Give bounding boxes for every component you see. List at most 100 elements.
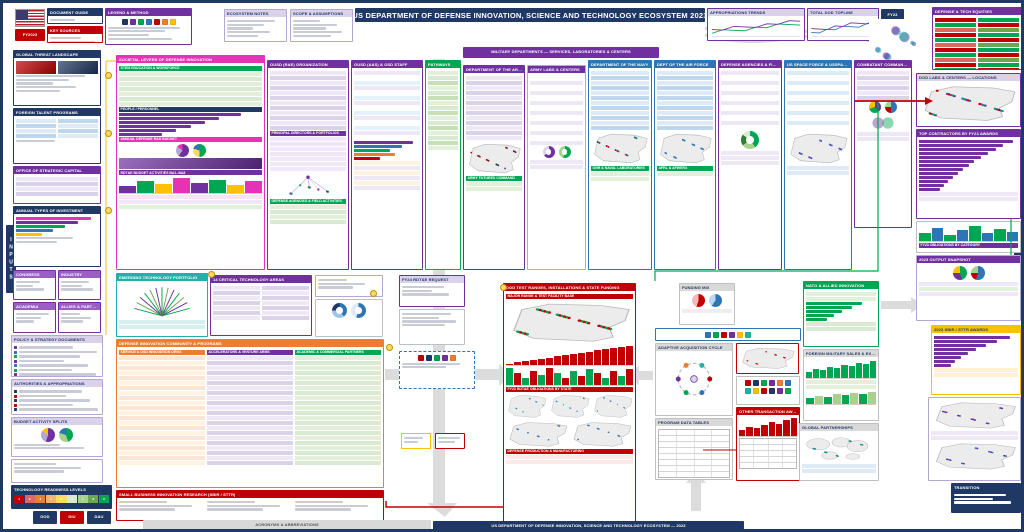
small-map-red <box>736 343 799 374</box>
text-bar <box>16 320 35 323</box>
list-item <box>295 440 381 445</box>
inputs-box-3-title: ACADEMIA <box>14 303 55 310</box>
budget-request-title: FY24 RDT&E REQUEST <box>400 276 464 283</box>
text-line <box>14 390 100 393</box>
text-bar <box>16 75 85 78</box>
table-cell <box>783 445 796 450</box>
bar <box>746 427 753 436</box>
logo-icon <box>777 387 783 394</box>
text-bar <box>61 320 84 323</box>
text-bar <box>16 313 49 316</box>
global-threats-body <box>14 58 100 105</box>
bar <box>618 346 625 365</box>
list-item <box>354 85 420 90</box>
world-partners-title: GLOBAL PARTNERSHIPS <box>800 424 878 431</box>
list-item <box>119 360 205 365</box>
bar <box>944 234 956 241</box>
list-item <box>591 115 649 120</box>
text-line <box>16 284 53 287</box>
text-line <box>402 293 462 296</box>
text-line <box>293 34 350 37</box>
text-line <box>14 373 100 376</box>
outputs-rail: OUTPUTS <box>1014 225 1021 309</box>
list-item <box>16 123 56 128</box>
list-item <box>657 120 713 125</box>
contractors-body <box>917 137 1020 218</box>
om-chart-title: APPROPRIATIONS TRENDS <box>708 9 804 16</box>
logo-row <box>739 387 797 394</box>
contractors: TOP CONTRACTORS BY FY23 AWARDS <box>916 129 1021 219</box>
bar <box>813 368 820 378</box>
list-item <box>682 308 732 313</box>
list-item <box>270 125 346 130</box>
list-item <box>657 85 713 90</box>
list-item <box>16 186 98 191</box>
exports-body <box>804 357 878 420</box>
mid-box-2 <box>399 309 465 345</box>
text-line <box>16 75 98 78</box>
fy-red: FY2023 <box>15 29 45 41</box>
logo-icon <box>721 332 727 338</box>
callout-badge <box>105 130 112 137</box>
map-thumb <box>506 393 547 419</box>
text-bar <box>61 288 93 291</box>
list-item <box>591 171 649 176</box>
column-group <box>119 500 381 513</box>
list-item <box>657 75 713 80</box>
list-item <box>270 156 346 161</box>
section-header: FY23 OBLIGATIONS BY CATEGORY <box>919 242 1018 248</box>
bar <box>16 220 78 224</box>
bar-chart <box>919 225 1018 242</box>
bar <box>834 367 841 378</box>
list-item <box>857 90 909 95</box>
section-header: ONR & NAVAL LABORATORIES <box>591 165 649 171</box>
list-item <box>213 285 260 290</box>
list-item <box>657 95 713 100</box>
output-mix-body <box>917 263 1020 320</box>
bar <box>868 391 876 404</box>
chip-a: DOD <box>33 511 57 524</box>
bar <box>783 420 790 436</box>
list-item <box>530 95 583 100</box>
text-line <box>954 494 1018 497</box>
table-cell <box>783 439 796 444</box>
table-cell <box>659 471 677 477</box>
list-item <box>270 90 346 95</box>
logo-strip <box>736 376 800 405</box>
bar <box>578 375 585 385</box>
list-item <box>270 146 346 151</box>
bar-chart <box>506 367 633 386</box>
text-bar <box>227 34 259 37</box>
us-map <box>594 133 648 163</box>
text-bar <box>50 40 96 42</box>
list-item <box>295 405 381 410</box>
list-item <box>295 425 381 430</box>
list-item <box>119 430 205 435</box>
list-item <box>787 100 849 105</box>
talent-programs: FOREIGN TALENT PROGRAMS <box>13 108 101 164</box>
logo-icon <box>145 19 152 25</box>
list-item <box>270 209 346 214</box>
trl-level: 1 <box>14 494 25 503</box>
pie-chart-row <box>14 428 100 442</box>
pie-chart <box>192 143 206 157</box>
text-line <box>61 284 98 287</box>
list-item <box>935 52 976 57</box>
inputs-box-1-body <box>14 278 55 299</box>
text-bar <box>16 89 61 92</box>
list-item <box>721 70 779 75</box>
bar-chart <box>739 418 797 437</box>
list-item <box>270 120 346 125</box>
bar <box>806 309 843 313</box>
list-item <box>207 455 293 460</box>
acq-cycle: ADAPTIVE ACQUISITION CYCLE <box>655 343 733 416</box>
list-item <box>354 160 420 165</box>
table-cell <box>754 444 769 450</box>
list-item <box>466 75 522 80</box>
list-item <box>721 90 779 95</box>
bullet-icon <box>14 403 17 407</box>
list-item <box>919 286 1018 291</box>
logo-icon <box>745 380 751 386</box>
text-bar <box>318 286 353 289</box>
